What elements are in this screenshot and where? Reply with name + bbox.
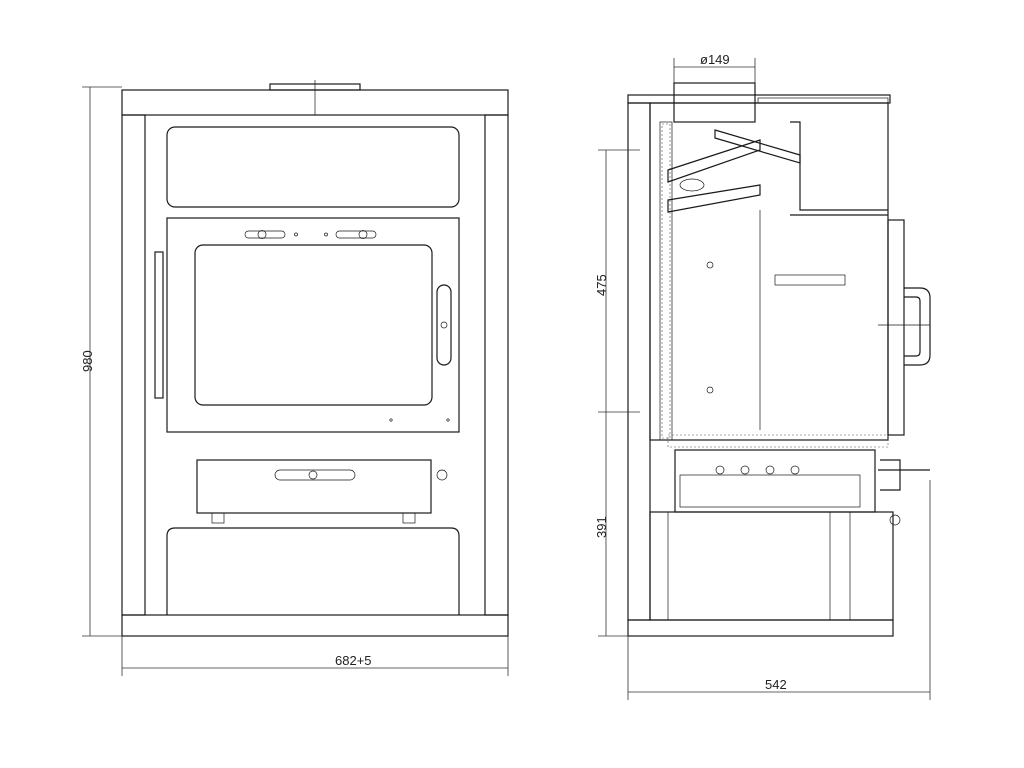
- lower-panel: [166, 527, 460, 615]
- side-top-plate: [627, 94, 891, 104]
- side-rear-panel: [627, 102, 651, 621]
- side-door: [887, 219, 905, 436]
- lower-height-label: 391: [594, 516, 609, 538]
- depth-dimension-label: 542: [765, 677, 787, 692]
- baffle-plates: [667, 139, 761, 213]
- oven-channel: [790, 121, 888, 216]
- height-dimension-label: 980: [80, 350, 95, 372]
- side-view: ø149 475 391: [594, 52, 931, 700]
- side-base: [627, 619, 894, 637]
- left-column: [121, 114, 146, 616]
- ash-drawer-side: [674, 449, 876, 513]
- grate: [667, 434, 889, 448]
- drawer-handle: [274, 469, 356, 481]
- upper-height-label: 475: [594, 274, 609, 296]
- flue-diameter-label: ø149: [700, 52, 730, 67]
- air-slider-right: [335, 230, 377, 239]
- side-hinge: [154, 251, 164, 399]
- fire-door: [166, 217, 460, 433]
- door-glass: [194, 244, 433, 406]
- width-dimension-label: 682+5: [335, 653, 372, 668]
- oven-shelf: [774, 274, 846, 286]
- rear-wall: [659, 121, 673, 441]
- ash-drawer: [196, 459, 432, 514]
- base: [121, 614, 509, 637]
- front-view: 980 682+5: [80, 80, 509, 676]
- upper-panel: [166, 126, 460, 208]
- door-handle: [436, 284, 452, 366]
- right-column: [484, 114, 509, 616]
- door-handle-side: [904, 287, 931, 366]
- drawer-latch: [878, 459, 930, 491]
- lower-cabinet: [649, 511, 894, 621]
- air-slider-left: [244, 230, 286, 239]
